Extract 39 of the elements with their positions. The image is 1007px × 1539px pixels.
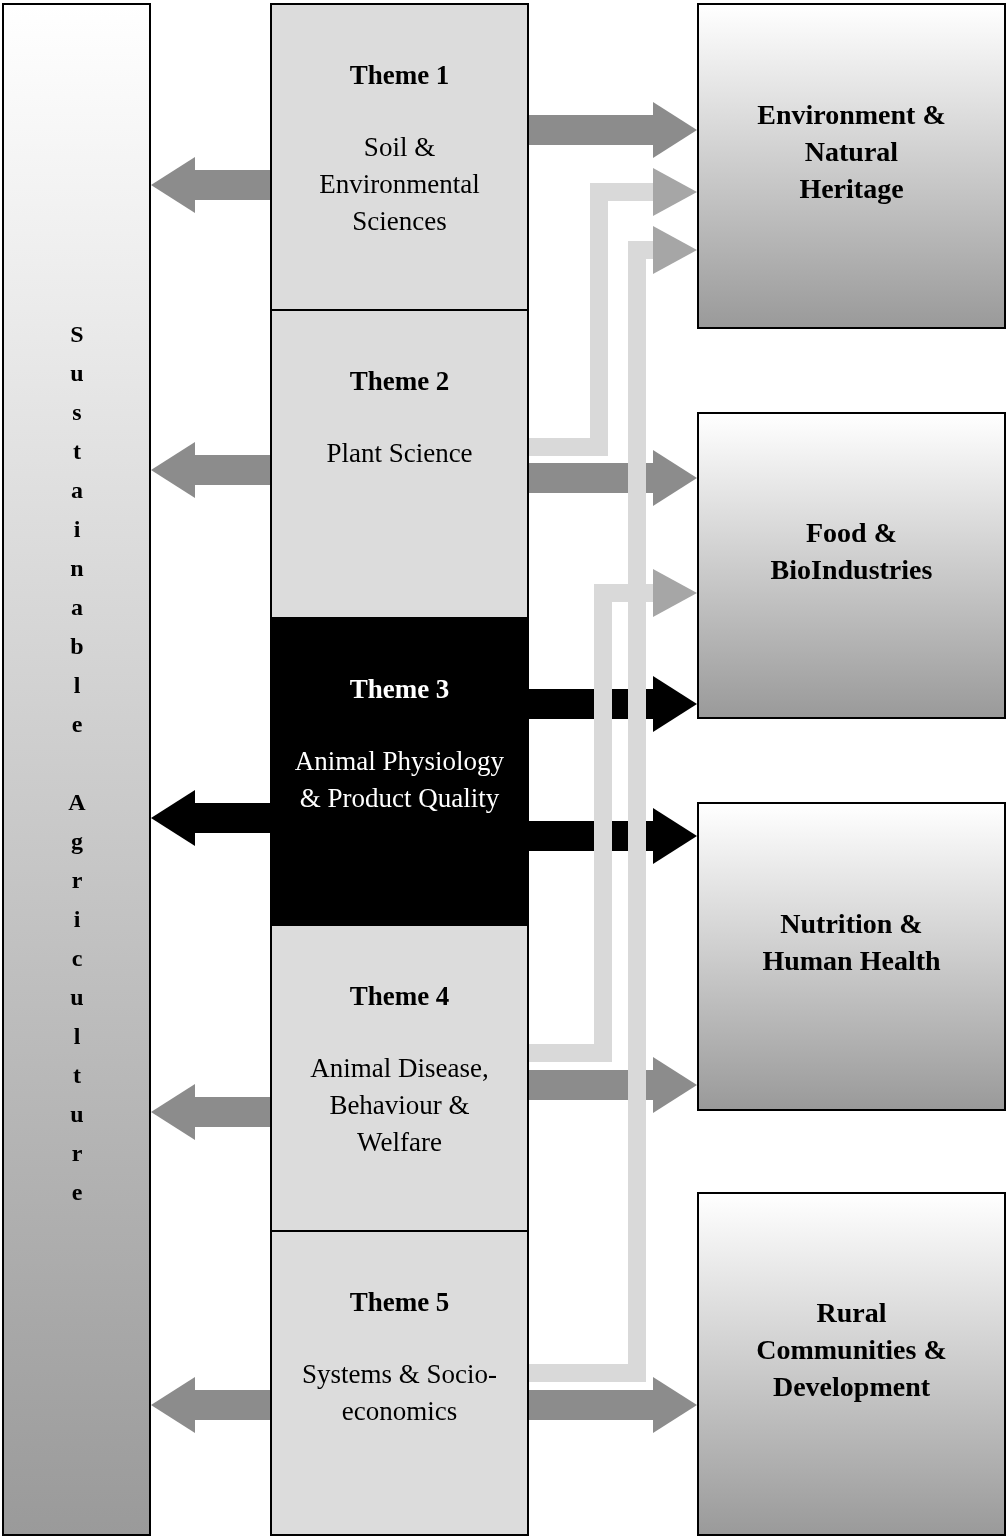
block-arrow: [529, 569, 697, 1062]
block-arrow: [529, 808, 697, 864]
outcome-box: [697, 802, 1006, 1111]
block-arrow: [151, 157, 270, 213]
vertical-label: Sustainable Agriculture: [63, 321, 90, 1218]
block-arrow: [529, 1057, 697, 1113]
block-arrow: [151, 790, 270, 846]
block-arrow: [529, 676, 697, 732]
theme-title: Theme 4: [349, 980, 450, 1013]
outcome-box: [697, 412, 1006, 719]
outcome-label: Food & BioIndustries: [769, 515, 934, 587]
block-arrow: [529, 450, 697, 506]
theme-box: [270, 1230, 529, 1536]
block-arrow: [529, 168, 697, 456]
outcome-box: [697, 3, 1006, 329]
theme-title: Theme 2: [349, 365, 450, 398]
theme-description: Animal Disease, Behaviour & Welfare: [309, 1052, 490, 1159]
outcome-label: Environment & Natural Heritage: [756, 97, 947, 206]
theme-box: [270, 3, 529, 311]
theme-title: Theme 1: [349, 59, 450, 92]
theme-description: Animal Physiology & Product Quality: [293, 745, 506, 815]
theme-box: [270, 924, 529, 1232]
side-bar: [2, 3, 151, 1536]
block-arrow: [151, 442, 270, 498]
theme-description: Soil & Environmental Sciences: [318, 131, 481, 238]
block-arrow: [151, 1084, 270, 1140]
theme-title: Theme 5: [349, 1286, 450, 1319]
outcome-box: [697, 1192, 1006, 1536]
theme-box: [270, 617, 529, 926]
outcome-label: Nutrition & Human Health: [761, 906, 942, 978]
block-arrow: [529, 1377, 697, 1433]
block-arrow: [151, 1377, 270, 1433]
theme-box: [270, 309, 529, 619]
block-arrow: [529, 226, 697, 1382]
theme-title: Theme 3: [349, 673, 450, 706]
outcome-label: Rural Communities & Development: [755, 1295, 948, 1404]
block-arrow: [529, 102, 697, 158]
theme-description: Plant Science: [325, 437, 474, 470]
theme-description: Systems & Socio-economics: [301, 1358, 498, 1428]
